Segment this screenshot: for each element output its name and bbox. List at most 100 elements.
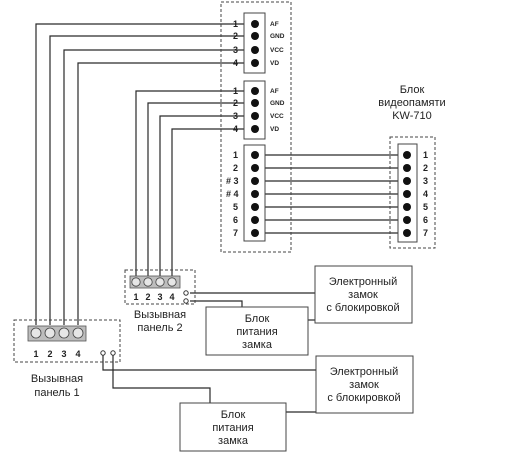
terminal-number: 3 <box>61 349 66 359</box>
pin-number: 4 <box>233 124 238 134</box>
panel1-label-line: Вызывная <box>31 373 83 385</box>
wire-p1-4 <box>77 62 250 325</box>
lock-power-supply-lower: Блок питания замка <box>179 402 287 452</box>
pin-dot <box>251 112 259 120</box>
pin-dot <box>251 99 259 107</box>
pin-number: 4 <box>423 189 428 199</box>
wires <box>35 23 400 413</box>
terminal-number: 2 <box>47 349 52 359</box>
hub-block1-pins: 1 2 3 4 AF GND VCC VD <box>233 19 285 68</box>
pin-dot <box>251 46 259 54</box>
hub-unit: 1 2 3 4 AF GND VCC VD 1 2 3 4 AF GND VCC… <box>220 1 292 253</box>
pin-dot <box>251 125 259 133</box>
wire-p1-lock-a <box>102 355 316 371</box>
lock-upper-line: Электронный <box>329 276 398 288</box>
pin-number: 6 <box>233 215 238 225</box>
lock-output-terminal <box>100 350 106 356</box>
pin-number: 7 <box>233 228 238 238</box>
lock-output-terminal <box>183 298 189 304</box>
wire-p2-4 <box>171 128 250 278</box>
psu-upper-box <box>205 306 309 356</box>
screw-terminal <box>131 277 141 287</box>
pin-dot <box>403 151 411 159</box>
panel2-label-line: Вызывная <box>134 309 186 321</box>
panel1-outline <box>13 319 121 363</box>
terminal-number: 4 <box>75 349 80 359</box>
lock-lower-line: с блокировкой <box>327 392 400 404</box>
pin-dot <box>251 32 259 40</box>
pin-number: 1 <box>233 86 238 96</box>
pin-dot <box>251 164 259 172</box>
pin-dot <box>251 177 259 185</box>
pin-number: 1 <box>233 150 238 160</box>
pin-dot <box>251 20 259 28</box>
lock-lower-line: замок <box>349 379 379 391</box>
hub-block3-pins: 1 2 # 3 # 4 5 6 7 <box>226 150 259 238</box>
pin-dot <box>403 203 411 211</box>
psu-lower-line: замка <box>218 435 249 447</box>
wire-p2-lock-b <box>190 300 243 307</box>
panel1-label-line: панель 1 <box>34 387 79 399</box>
pin-number: # 3 <box>226 176 239 186</box>
pin-number: 5 <box>233 202 238 212</box>
pin-number: 2 <box>233 163 238 173</box>
signal-tag: VD <box>270 126 279 133</box>
psu-upper-line: питания <box>236 326 277 338</box>
wire-p1-2 <box>49 35 250 325</box>
wire-p1-3 <box>63 49 250 325</box>
screw-terminal <box>44 327 56 339</box>
lock-output-terminal <box>183 290 189 296</box>
panel2-label-line: панель 2 <box>137 322 182 334</box>
pin-dot <box>251 87 259 95</box>
pin-number: # 4 <box>226 189 239 199</box>
terminal-number: 2 <box>145 292 150 302</box>
signal-tag: GND <box>270 33 285 40</box>
signal-tag: VCC <box>270 47 284 54</box>
electronic-lock-upper: Электронный замок с блокировкой <box>314 265 413 324</box>
signal-tag: GND <box>270 100 285 107</box>
pin-number: 2 <box>423 163 428 173</box>
pin-dot <box>251 229 259 237</box>
pin-number: 2 <box>233 31 238 41</box>
pin-number: 4 <box>233 58 238 68</box>
pin-number: 3 <box>423 176 428 186</box>
call-panel-1: 1 2 3 4 Вызывная панель 1 <box>13 319 121 399</box>
wire-p2-1 <box>135 90 250 278</box>
psu-lower-line: Блок <box>221 409 246 421</box>
lock-output-terminal <box>110 350 116 356</box>
pin-number: 7 <box>423 228 428 238</box>
pin-dot <box>251 203 259 211</box>
signal-tag: VCC <box>270 113 284 120</box>
hub-block1-terminal <box>243 12 266 74</box>
call-panel-2: 1 2 3 4 Вызывная панель 2 <box>124 269 196 334</box>
terminal-number: 1 <box>33 349 38 359</box>
lock-lower-line: Электронный <box>330 366 399 378</box>
lock-power-supply-upper: Блок питания замка <box>205 306 309 356</box>
pin-dot <box>251 216 259 224</box>
pin-number: 3 <box>233 45 238 55</box>
pin-number: 5 <box>423 202 428 212</box>
hub-block2-pins: 1 2 3 4 AF GND VCC VD <box>233 86 285 134</box>
terminal-number: 1 <box>133 292 138 302</box>
pin-dot <box>403 164 411 172</box>
terminal-number: 3 <box>157 292 162 302</box>
panel2-terminal <box>129 275 181 289</box>
pin-number: 3 <box>233 111 238 121</box>
wire-p1-1 <box>35 23 250 325</box>
pin-number: 1 <box>423 150 428 160</box>
lock-lower-box <box>315 355 414 414</box>
pin-dot <box>403 229 411 237</box>
pin-dot <box>251 190 259 198</box>
pin-dot <box>251 59 259 67</box>
wire-p1-lock-b <box>112 355 211 403</box>
electronic-lock-lower: Электронный замок с блокировкой <box>315 355 414 414</box>
signal-tag: VD <box>270 60 279 67</box>
psu-upper-line: замка <box>242 339 273 351</box>
signal-tag: AF <box>270 21 279 28</box>
hub-block2-terminal <box>243 80 266 140</box>
screw-terminal <box>30 327 42 339</box>
panel2-outline <box>124 269 196 305</box>
pin-number: 6 <box>423 215 428 225</box>
hub-outline <box>220 1 292 253</box>
lock-upper-line: с блокировкой <box>326 302 399 314</box>
